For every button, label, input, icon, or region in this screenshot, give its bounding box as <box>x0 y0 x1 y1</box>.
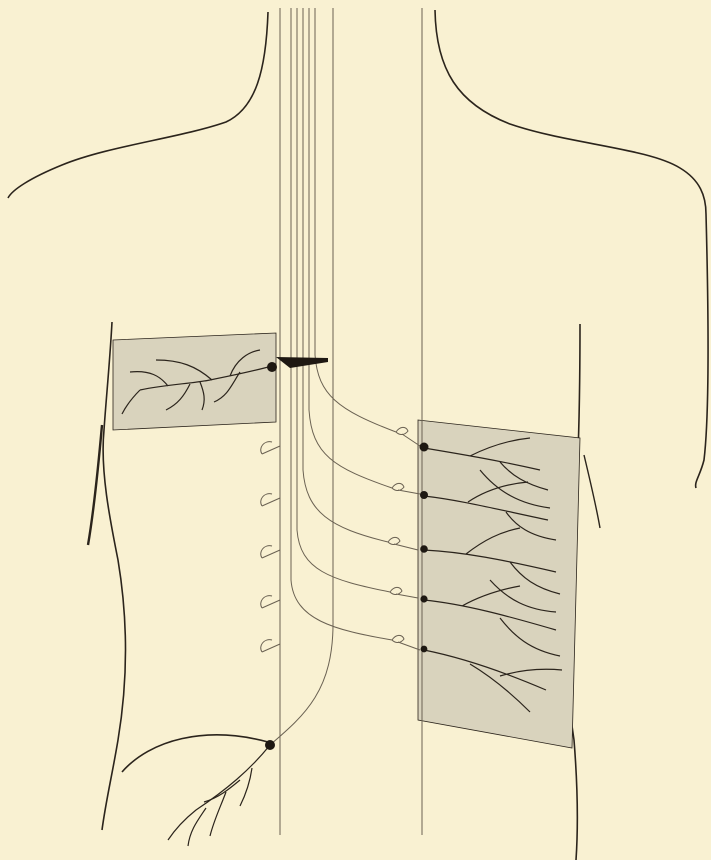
ganglion-upper-left <box>267 362 277 372</box>
ganglion-right-5 <box>421 646 428 653</box>
lower-right-shaded-region <box>418 420 580 748</box>
upper-left-shaded-region <box>113 333 276 430</box>
ganglion-hip <box>265 740 275 750</box>
ganglion-right-3 <box>420 545 428 553</box>
ganglion-right-4 <box>420 595 427 602</box>
ganglion-right-2 <box>420 491 428 499</box>
ganglion-right-1 <box>420 443 429 452</box>
